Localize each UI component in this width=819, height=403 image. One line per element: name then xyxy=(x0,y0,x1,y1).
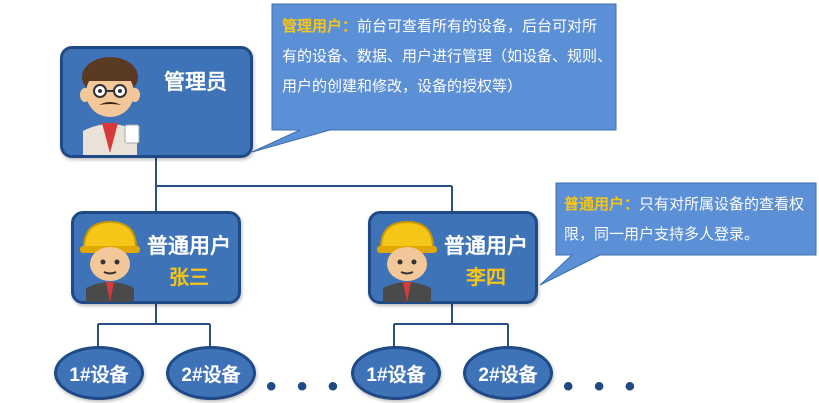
device-node: 1#设备 xyxy=(54,346,144,400)
user-node-lisi: 普通用户 李四 xyxy=(368,211,538,304)
admin-callout-label: 管理用户： xyxy=(282,18,358,35)
user-callout-label: 普通用户： xyxy=(564,196,640,213)
admin-node: 管理员 xyxy=(60,46,253,158)
user1-title: 普通用户 xyxy=(147,235,231,258)
admin-avatar-icon xyxy=(80,57,140,155)
user-node-zhangsan: 普通用户 张三 xyxy=(71,211,241,304)
worker-avatar-icon xyxy=(80,220,140,302)
user2-name: 李四 xyxy=(466,267,506,289)
device-node: 1#设备 xyxy=(351,346,441,400)
worker-avatar-icon xyxy=(377,220,437,302)
user-callout: 普通用户：只有对所属设备的查看权限，同一用户支持多人登录。 xyxy=(564,190,814,250)
device-node: 2#设备 xyxy=(463,346,553,400)
admin-callout-shape xyxy=(251,3,617,153)
user-callout-text: 只有对所属设备的查看权限，同一用户支持多人登录。 xyxy=(564,196,805,243)
user2-title: 普通用户 xyxy=(444,235,528,258)
more-devices-ellipsis: • • • xyxy=(266,370,345,403)
user-callout-shape xyxy=(539,182,817,286)
device-node: 2#设备 xyxy=(166,346,256,400)
more-devices-ellipsis: • • • xyxy=(563,370,642,403)
user1-name: 张三 xyxy=(169,267,209,289)
admin-title: 管理员 xyxy=(164,71,227,94)
admin-callout-text: 前台可查看所有的设备，后台可对所有的设备、数据、用户进行管理（如设备、规则、用户… xyxy=(282,18,613,95)
admin-callout: 管理用户：前台可查看所有的设备，后台可对所有的设备、数据、用户进行管理（如设备、… xyxy=(282,12,612,102)
